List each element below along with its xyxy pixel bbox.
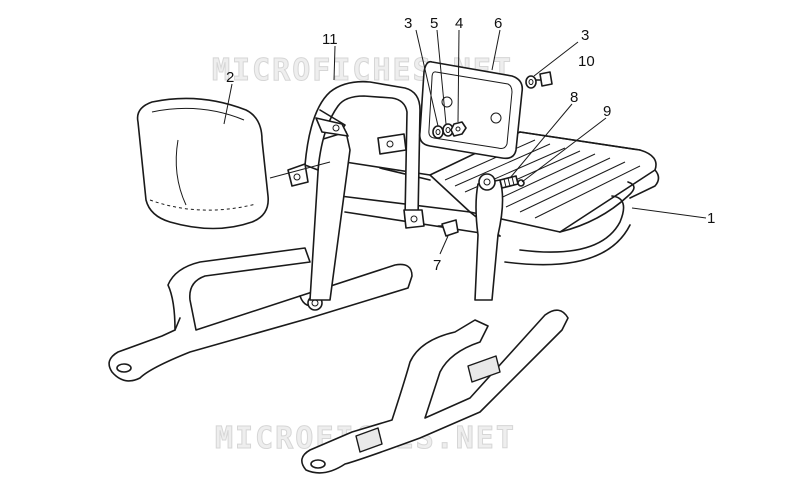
callout-2: 2 (226, 69, 234, 86)
callout-1: 1 (707, 210, 715, 227)
backrest-frame (287, 80, 425, 229)
callout-8: 8 (570, 89, 578, 106)
right-lower-frame (301, 309, 569, 474)
callout-5: 5 (430, 15, 438, 32)
callout-3b: 3 (581, 27, 589, 44)
left-lower-frame (108, 247, 413, 382)
backrest-cushion (136, 97, 269, 230)
right-support-strut (474, 173, 504, 301)
watermark-bottom: MICROFICHES.NET (215, 421, 516, 456)
callout-10: 10 (578, 53, 595, 70)
leader-lines (223, 29, 707, 255)
mounting-plate (418, 60, 524, 160)
callout-3a: 3 (404, 15, 412, 32)
callout-6: 6 (494, 15, 502, 32)
callout-4: 4 (455, 15, 463, 32)
callout-11: 11 (322, 31, 338, 48)
callout-labels: 1 2 3 3 4 5 6 7 8 9 10 11 (226, 15, 715, 274)
callout-7: 7 (433, 257, 441, 274)
callout-9: 9 (603, 103, 611, 120)
hardware (432, 71, 553, 237)
